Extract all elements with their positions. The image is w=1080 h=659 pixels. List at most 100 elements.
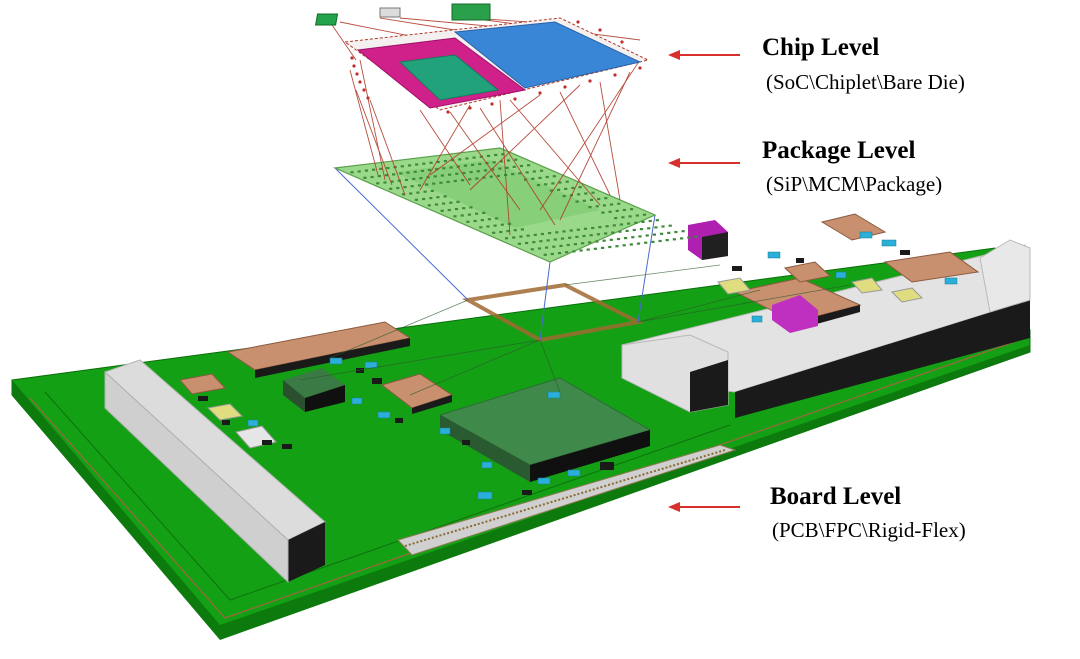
package-ball: [572, 250, 576, 253]
board-level-arrow: [668, 502, 740, 512]
package-ball: [627, 222, 631, 225]
package-ball: [553, 238, 557, 241]
package-ball: [519, 164, 523, 168]
package-ball: [483, 169, 488, 172]
package-ball: [429, 161, 433, 164]
package-ball: [665, 239, 669, 242]
package-ball: [602, 204, 606, 207]
package-ball: [495, 217, 499, 220]
package-ball: [604, 232, 608, 235]
package-ball: [552, 175, 556, 178]
package-ball: [407, 164, 412, 167]
package-ball: [414, 198, 418, 201]
package-ball: [625, 229, 629, 232]
package-ball: [496, 174, 500, 177]
package-ball: [532, 170, 536, 173]
package-ball: [647, 227, 651, 230]
package-ball: [617, 202, 621, 205]
package-ball: [466, 220, 470, 223]
package-ball: [562, 195, 566, 198]
package-ball: [392, 173, 396, 176]
board-level-title: Board Level: [770, 483, 902, 510]
package-ball: [467, 213, 471, 216]
package-ball: [463, 164, 467, 167]
package-ball: [390, 180, 394, 183]
package-ball: [584, 192, 588, 195]
pcb-board-edge: [12, 380, 220, 640]
package-ball: [423, 190, 427, 193]
package-level-subtitle: (SiP\MCM\Package): [766, 172, 943, 196]
package-ball: [468, 178, 472, 181]
package-ball: [506, 159, 511, 162]
package-ball: [636, 242, 641, 245]
package-ball: [453, 179, 457, 183]
package-level-title: Package Level: [762, 137, 916, 164]
package-ball: [550, 252, 554, 256]
package-ball: [427, 204, 431, 207]
package-ball: [638, 235, 642, 238]
bond-wires: [329, 17, 641, 236]
package-ball: [611, 231, 615, 234]
package-ball: [536, 184, 541, 187]
package-ball: [601, 246, 605, 249]
package-ball: [565, 180, 569, 183]
package-ball: [644, 241, 648, 244]
board-main-chip: [438, 377, 652, 482]
package-ball: [443, 160, 447, 163]
package-ball: [565, 251, 569, 254]
package-ball: [614, 217, 618, 220]
package-ball: [525, 241, 529, 245]
package-ball: [486, 154, 491, 157]
package-ball: [357, 170, 361, 173]
package-ball: [575, 235, 579, 238]
package-ball: [564, 187, 568, 190]
package-ball: [608, 210, 612, 213]
package-ball: [499, 160, 503, 163]
package-ball: [505, 166, 509, 169]
package-ball: [376, 182, 380, 185]
package-ball: [492, 161, 496, 164]
package-ball: [487, 218, 491, 221]
package-ball: [439, 181, 443, 184]
package-ball: [399, 172, 403, 175]
package-ball: [545, 175, 549, 179]
package-ball: [455, 172, 459, 175]
package-ball: [549, 189, 553, 192]
package-ball: [506, 230, 510, 233]
package-ball: [476, 170, 480, 173]
top-small-part-right: [451, 3, 491, 21]
package-ball: [571, 186, 575, 190]
package-ball: [588, 241, 592, 244]
package-ball: [562, 230, 566, 233]
package-ball: [624, 237, 628, 240]
package-ball: [595, 240, 599, 243]
package-ball: [440, 174, 444, 177]
package-ball: [687, 236, 691, 239]
package-ball: [609, 238, 613, 241]
package-ball: [448, 173, 452, 176]
package-ball: [539, 169, 544, 172]
package-ball: [608, 245, 612, 249]
package-ball: [427, 168, 432, 172]
package-ball: [422, 162, 426, 165]
package-ball: [694, 235, 698, 238]
package-ball: [619, 223, 623, 226]
package-ball: [601, 211, 605, 214]
package-ball: [551, 182, 555, 185]
package-ball: [582, 234, 586, 238]
package-ball: [451, 159, 455, 162]
package-ball: [403, 186, 407, 189]
package-ball: [383, 181, 387, 184]
package-ball: [410, 185, 414, 188]
package-ball: [581, 242, 585, 245]
package-ball: [401, 193, 406, 196]
package-ball: [525, 171, 529, 174]
board-level-graphic: [11, 213, 1031, 640]
package-ball: [537, 247, 542, 250]
purple-components: [688, 220, 818, 333]
top-small-part-mid: [379, 7, 401, 18]
package-ball: [436, 196, 440, 199]
package-ball: [616, 237, 621, 241]
chip-level-title: Chip Level: [762, 34, 880, 61]
package-ball: [589, 234, 593, 237]
